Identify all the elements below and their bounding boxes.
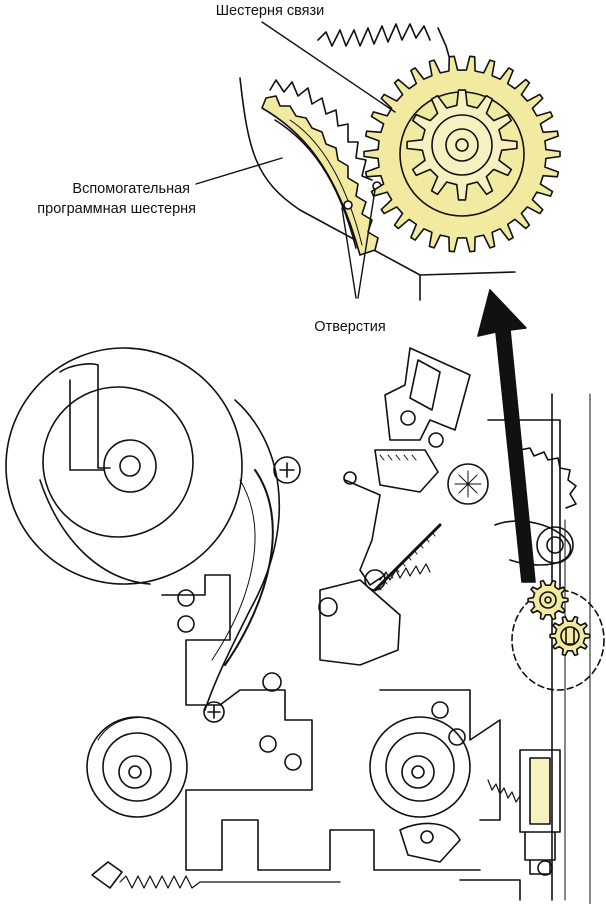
large-reel xyxy=(5,347,243,585)
lower-mechanism xyxy=(5,347,605,904)
lever-arm xyxy=(344,479,386,586)
solenoid xyxy=(519,749,561,875)
aux-gear-label-line1: Вспомогательная xyxy=(72,181,190,197)
lower-right-plate xyxy=(379,689,501,821)
right-toothed-wheel xyxy=(519,447,577,509)
chassis-outline xyxy=(161,574,481,871)
coupling-gear-inner-teeth xyxy=(406,89,518,201)
big-arrow-icon xyxy=(477,289,536,583)
holes-label: Отверстия xyxy=(314,319,386,335)
screw-top xyxy=(273,456,301,484)
rack xyxy=(373,523,442,592)
leader-coupling-gear xyxy=(261,21,396,113)
small-gear-upper xyxy=(527,579,569,621)
upper-bracket xyxy=(384,347,471,441)
leader-holes-2 xyxy=(357,189,376,299)
partial-gear-top xyxy=(317,23,431,47)
pulley xyxy=(536,526,574,564)
curved-slot-plate xyxy=(204,399,280,711)
spring-diagonal xyxy=(379,563,431,581)
spring-bottom xyxy=(119,875,341,889)
coupling-gear-label: Шестерня связи xyxy=(215,3,325,19)
detail-housing-outline xyxy=(239,77,516,276)
aux-program-gear xyxy=(261,95,379,256)
detail-view xyxy=(195,21,561,301)
secondary-gear-arc xyxy=(269,79,373,181)
aux-gear-label-line2: программная шестерня xyxy=(37,201,196,217)
bottom-center-latch xyxy=(399,822,461,863)
bottom-left-latch xyxy=(91,861,123,889)
leader-holes-1 xyxy=(341,207,357,299)
hole-1 xyxy=(343,200,353,210)
bottom-center-reel xyxy=(369,716,471,818)
belt xyxy=(494,520,572,566)
leader-aux-gear xyxy=(195,157,283,185)
flywheel xyxy=(447,463,489,505)
bottom-left-reel xyxy=(86,716,188,818)
spring-right xyxy=(487,779,521,803)
small-gear-lower xyxy=(549,615,591,657)
